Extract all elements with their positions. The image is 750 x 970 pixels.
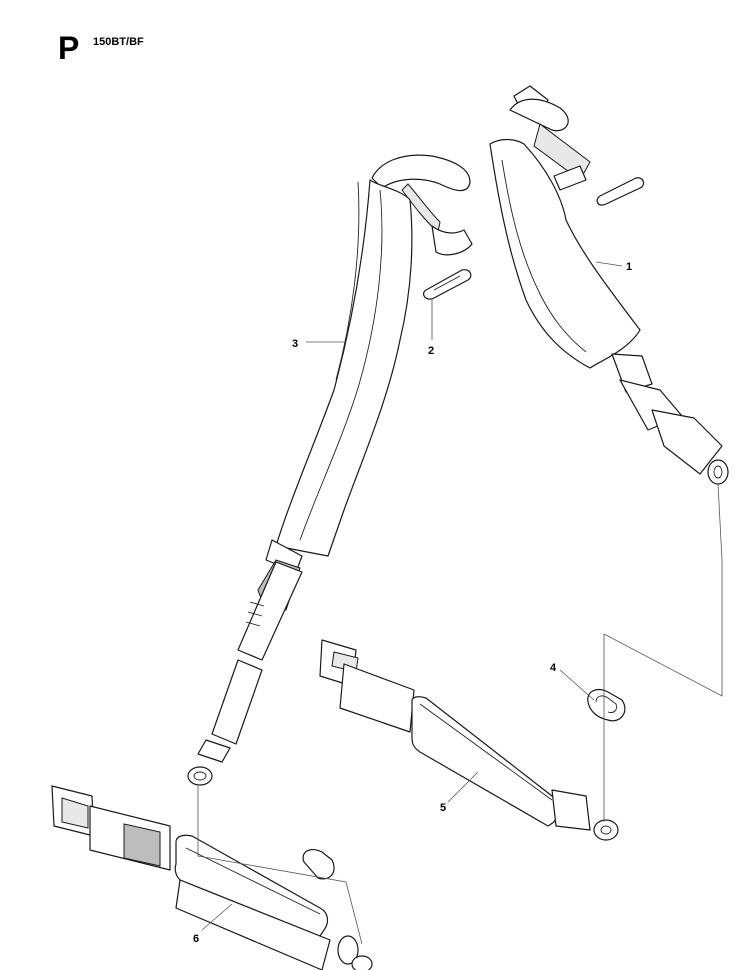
part-1-clip (596, 177, 645, 206)
svg-text:2: 2 (428, 345, 434, 357)
svg-text:1: 1 (626, 261, 632, 273)
callout-2: 2 (428, 298, 434, 357)
part-3-shoulder-strap (187, 154, 473, 786)
svg-text:6: 6 (193, 933, 199, 945)
part-4-d-ring (587, 689, 626, 722)
callout-6: 6 (193, 903, 233, 945)
callout-3: 3 (292, 338, 346, 350)
callout-5: 5 (440, 771, 479, 814)
assembly-lines (197, 483, 723, 945)
svg-text:5: 5 (440, 802, 446, 814)
part-1-shoulder-pad (489, 85, 729, 485)
svg-text:4: 4 (550, 662, 557, 674)
svg-text:3: 3 (292, 338, 298, 350)
part-6-lower-pad (51, 785, 373, 970)
model-label: 150BT/BF (93, 36, 144, 48)
section-letter: P (58, 30, 80, 66)
callout-1: 1 (595, 261, 632, 273)
part-5-waist-pad (319, 639, 619, 841)
part-2-strap-clip (422, 269, 472, 300)
callout-4: 4 (550, 662, 595, 701)
